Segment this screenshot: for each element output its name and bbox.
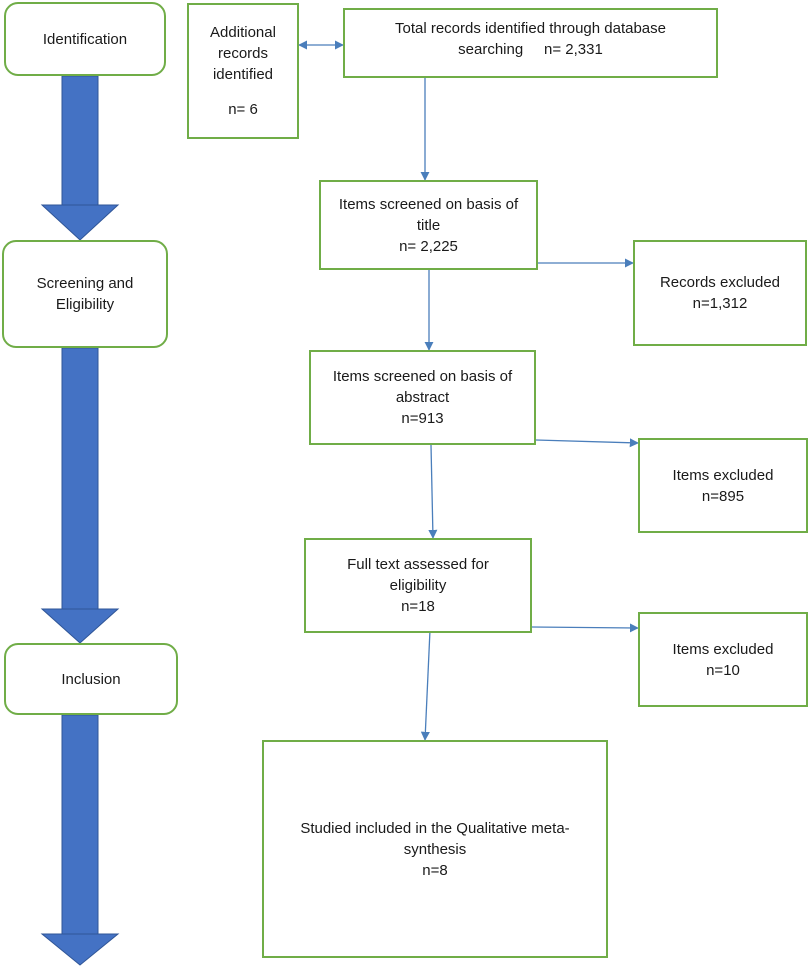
included-line2: synthesis (403, 840, 467, 858)
box-items-excluded-fulltext: Items excluded n=10 (638, 612, 808, 707)
box-studies-included: Studied included in the Qualitative meta… (262, 740, 608, 958)
included-line1: Studied included in the Qualitative meta… (300, 819, 570, 837)
box-additional-records: Additional records identified n= 6 (187, 3, 299, 139)
box-title-screening: Items screened on basis of title n= 2,22… (319, 180, 538, 270)
additional-line1: Additional (210, 24, 276, 41)
fulltext-count: n=18 (401, 598, 435, 615)
box-fulltext-assessed: Full text assessed for eligibility n=18 (304, 538, 532, 633)
stage-screening-eligibility: Screening and Eligibility (2, 240, 168, 348)
database-line2: searching n= 2,331 (458, 41, 603, 58)
records-excluded-count: n=1,312 (692, 295, 748, 312)
additional-line3: identified (212, 66, 274, 83)
title-line2: title (416, 216, 441, 234)
box-abstract-screening: Items screened on basis of abstract n=91… (309, 350, 536, 445)
connector-fulltext-included (420, 629, 431, 741)
fulltext-line1: Full text assessed for (347, 556, 489, 573)
connector-fulltext-excluded (531, 623, 639, 633)
records-excluded-line1: Records excluded (659, 274, 781, 291)
items-excluded-1-count: n=895 (701, 487, 745, 505)
title-line1: Items screened on basis of (338, 195, 519, 213)
fulltext-line2: eligibility (389, 577, 447, 594)
items-excluded-2-count: n=10 (706, 661, 740, 679)
stage-inclusion: Inclusion (4, 643, 178, 715)
stage-arrow-3 (40, 714, 120, 966)
abstract-line2: abstract (395, 389, 450, 406)
stage-screening-label-line2: Eligibility (55, 296, 115, 313)
stage-screening-label-line1: Screening and (36, 275, 134, 292)
stage-arrow-1 (40, 75, 120, 241)
box-records-excluded: Records excluded n=1,312 (633, 240, 807, 346)
additional-count: n= 6 (228, 101, 258, 118)
box-database-records: Total records identified through databas… (343, 8, 718, 78)
connector-abstract-fulltext (428, 444, 438, 539)
box-items-excluded-abstract: Items excluded n=895 (638, 438, 808, 533)
items-excluded-1-line1: Items excluded (672, 466, 774, 484)
abstract-line1: Items screened on basis of (332, 368, 513, 385)
title-count: n= 2,225 (399, 237, 458, 255)
stage-inclusion-label: Inclusion (61, 670, 121, 688)
included-count: n=8 (422, 861, 448, 879)
abstract-count: n=913 (401, 410, 444, 427)
stage-identification-label: Identification (42, 30, 128, 48)
database-line1: Total records identified through databas… (394, 20, 666, 37)
stage-arrow-2 (40, 347, 120, 644)
stage-identification: Identification (4, 2, 166, 76)
items-excluded-2-line1: Items excluded (672, 640, 774, 658)
additional-line2: records (217, 45, 269, 62)
connector-abstract-excluded (535, 438, 639, 448)
